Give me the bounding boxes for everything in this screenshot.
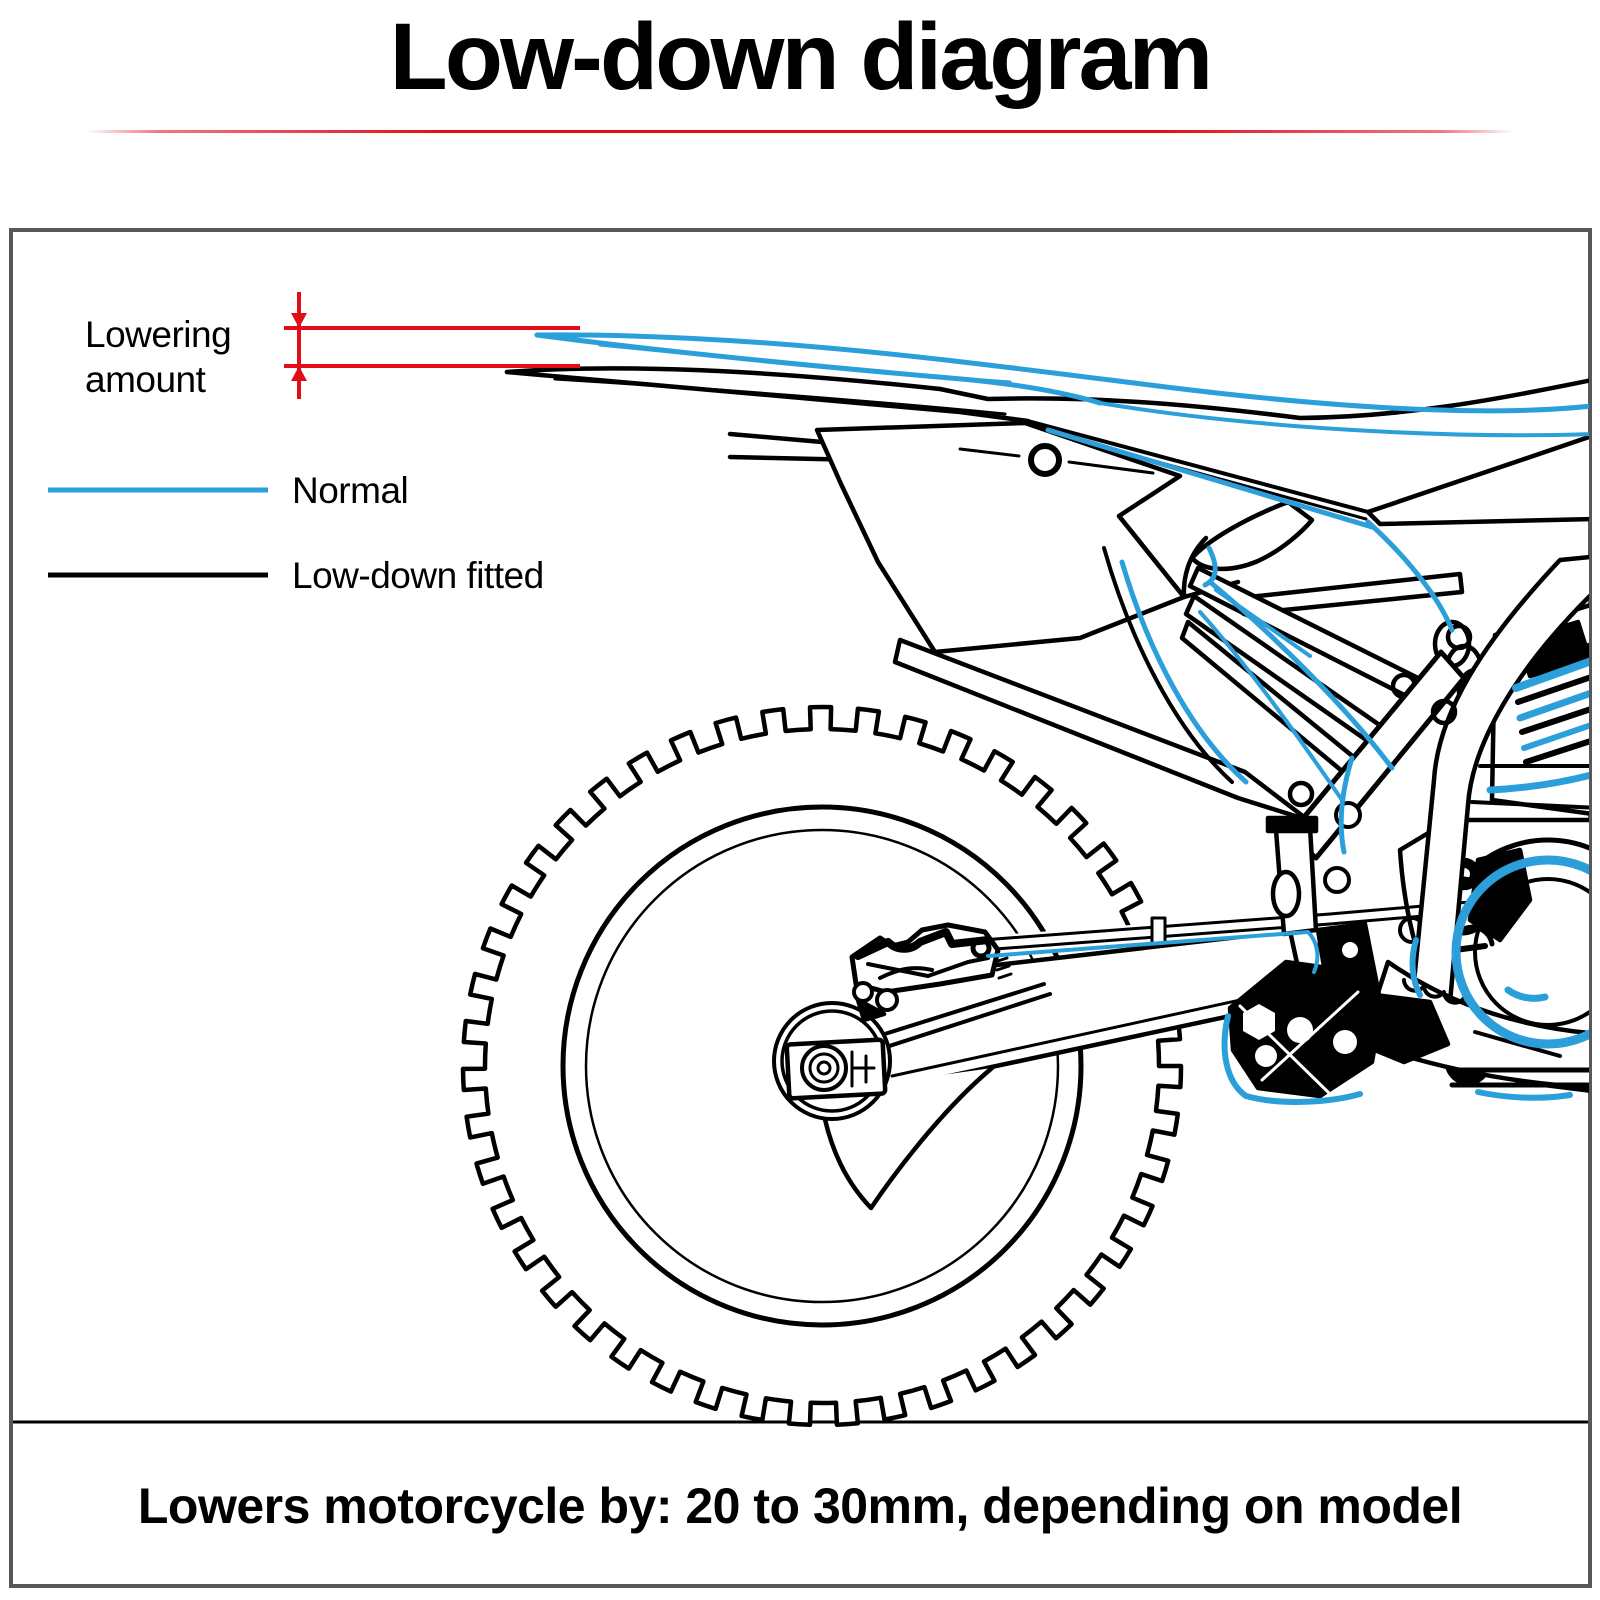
svg-text:Normal: Normal bbox=[292, 470, 408, 511]
svg-text:Lowers motorcycle by: 20 to 30: Lowers motorcycle by: 20 to 30mm, depend… bbox=[138, 1478, 1462, 1534]
svg-text:amount: amount bbox=[85, 359, 207, 400]
svg-text:Lowering: Lowering bbox=[85, 314, 231, 355]
svg-text:Low-down fitted: Low-down fitted bbox=[292, 555, 544, 596]
svg-text:Low-down diagram: Low-down diagram bbox=[390, 4, 1211, 110]
